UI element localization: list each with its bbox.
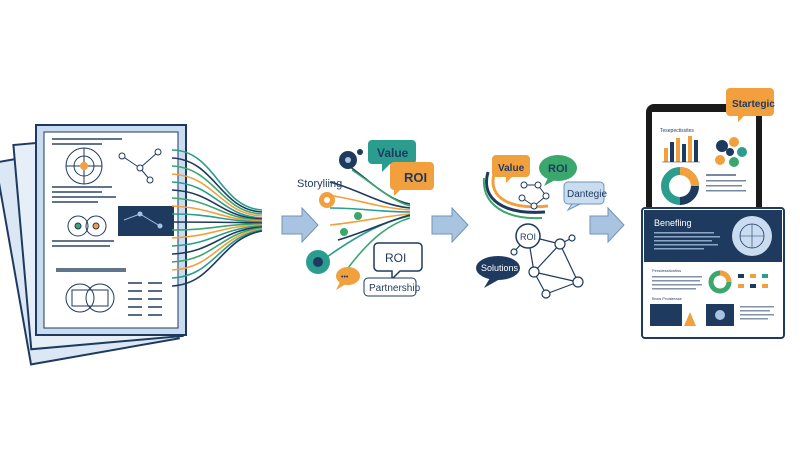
document-network-figure (118, 148, 162, 184)
laptop-footer-lines (740, 306, 774, 320)
partnership-label: Partnership (369, 283, 421, 294)
laptop-footer-label: Brow Proaterase (652, 296, 683, 301)
small-speech-bubble: ••• (336, 267, 360, 290)
storytelling-label: Storyliing (297, 178, 342, 190)
laptop-header-lines (654, 232, 720, 250)
laptop-body-lines (652, 276, 702, 290)
dantegie-speech-bubble: Dantegie (563, 181, 607, 212)
tablet-header-text: Tesepectissites (660, 128, 694, 134)
laptop-device: Benefling Persdesstiontiss (641, 207, 785, 339)
laptop-thumb-1 (650, 304, 682, 326)
startegic-speech-bubble: Startegic (726, 88, 775, 122)
roi-node: ROI (515, 223, 541, 249)
solutions-label: Solutions (481, 263, 519, 273)
document-table (128, 282, 162, 316)
dantegie-label: Dantegie (567, 189, 607, 200)
document-panel-lines (123, 211, 163, 229)
stage3-roi-node-label: ROI (520, 232, 536, 242)
stage1-flow-lines (171, 149, 263, 287)
benefling-title: Benefling (654, 218, 692, 228)
document-radial-figure (65, 147, 103, 185)
arrow-icon (281, 206, 319, 244)
roi-label-top: ROI (404, 170, 427, 185)
document-stack (0, 124, 187, 366)
solutions-speech-bubble: Solutions (476, 256, 520, 288)
tablet-radial-cluster (715, 137, 747, 167)
laptop-section-label: Persdesstiontiss (652, 268, 681, 273)
stage3-roi-label: ROI (548, 163, 568, 175)
roi-label-bottom: ROI (385, 251, 406, 265)
arrow-icon (589, 206, 625, 244)
stage2-nodes (306, 149, 363, 274)
value-label: Value (377, 146, 409, 160)
partnership-speech-bubble: Partnership (363, 277, 421, 297)
roi-speech-bubble-orange: ROI (390, 162, 434, 196)
roi-speech-bubble-outline: ROI (373, 242, 423, 281)
document-gears-figure (67, 215, 107, 237)
arrow-icon (431, 206, 469, 244)
document-dark-panel (118, 206, 174, 236)
tablet-bar-chart (662, 136, 700, 163)
startegic-label: Startegic (732, 99, 775, 110)
laptop-thumb-icon (684, 312, 696, 326)
small-bubble-dots: ••• (341, 274, 349, 281)
laptop-donut-chart (708, 270, 732, 294)
document-text-lines (52, 138, 126, 272)
tablet-donut-chart (661, 167, 699, 205)
laptop-legend-swatches (738, 274, 768, 288)
laptop-globe-figure (732, 216, 772, 256)
stage3-swoosh (482, 171, 549, 220)
document-bottom-figure (65, 283, 115, 313)
roi-speech-bubble-green: ROI (539, 155, 577, 186)
tablet-text-lines (706, 174, 746, 192)
stage3-value-label: Value (498, 163, 525, 174)
stage3-network-top (518, 181, 550, 210)
value-speech-bubble-stage3: Value (492, 155, 530, 183)
